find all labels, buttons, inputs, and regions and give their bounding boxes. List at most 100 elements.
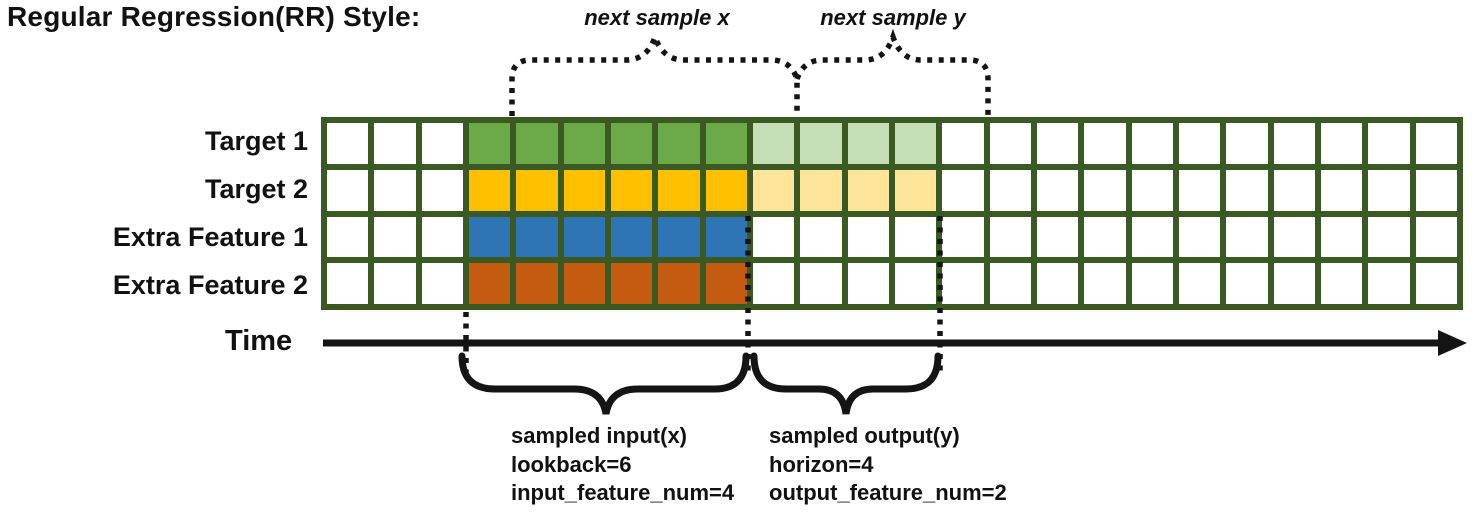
grid-cell <box>1178 263 1221 304</box>
grid-cell <box>563 263 605 304</box>
grid-cell <box>752 169 795 211</box>
next-sample-y-label: next sample y <box>820 5 966 30</box>
output-feature-num-value: output_feature_num=2 <box>769 480 1007 505</box>
grid-cell <box>658 123 700 164</box>
grid-cell <box>989 169 1031 211</box>
grid-cell <box>1131 169 1173 211</box>
grid-cell <box>468 216 511 258</box>
grid-cell <box>327 169 369 211</box>
grid-cell <box>894 169 937 211</box>
grid-cell <box>989 123 1031 164</box>
grid-cell <box>800 169 842 211</box>
grid-cell <box>374 123 416 164</box>
grid-cell <box>847 169 889 211</box>
grid-cell <box>563 123 605 164</box>
grid-cell <box>1368 216 1410 258</box>
grid-cell <box>1320 123 1363 164</box>
grid-cell <box>942 123 984 164</box>
grid-cell <box>894 263 937 304</box>
grid-cell <box>1226 169 1268 211</box>
grid-cell <box>705 263 747 304</box>
grid-cell <box>516 216 558 258</box>
grid-cell <box>421 263 463 304</box>
time-axis-arrowhead <box>1438 330 1467 356</box>
grid-cell <box>800 216 842 258</box>
grid-cell <box>327 123 369 164</box>
grid-cell <box>1226 263 1268 304</box>
sampled-output-brace <box>750 352 942 415</box>
grid-cell <box>942 263 984 304</box>
grid-cell <box>468 123 511 164</box>
grid-cell <box>1226 123 1268 164</box>
grid-cell <box>327 263 369 304</box>
sampled-input-title: sampled input(x) <box>511 423 688 448</box>
grid-cell <box>1415 263 1457 304</box>
next-sample-x-label: next sample x <box>584 5 730 30</box>
grid-cell <box>1036 123 1079 164</box>
time-axis-label: Time <box>225 325 293 357</box>
sampled-output-note: sampled output(y) horizon=4 output_featu… <box>769 422 1007 508</box>
grid-cell <box>1131 263 1173 304</box>
sample-grid <box>321 117 1463 310</box>
grid-cell <box>989 263 1031 304</box>
sampled-input-note: sampled input(x) lookback=6 input_featur… <box>511 422 734 508</box>
grid-cell <box>800 123 842 164</box>
grid-cell <box>1320 216 1363 258</box>
grid-cell <box>1084 123 1126 164</box>
grid-cell <box>1320 263 1363 304</box>
row-labels: Target 1 Target 2 Extra Feature 1 Extra … <box>0 117 308 310</box>
grid-cell <box>847 123 889 164</box>
grid-cell <box>468 169 511 211</box>
grid-cell <box>1273 169 1315 211</box>
grid-cell <box>705 123 747 164</box>
grid-cell <box>705 169 747 211</box>
grid-cell <box>610 263 653 304</box>
grid-cell <box>1415 169 1457 211</box>
grid-cell <box>610 216 653 258</box>
grid-cell <box>1368 123 1410 164</box>
lookback-value: lookback=6 <box>511 451 632 477</box>
grid-cell <box>1368 169 1410 211</box>
grid-cell <box>1084 263 1126 304</box>
grid-cell <box>658 216 700 258</box>
grid-cell <box>516 263 558 304</box>
next-sample-y-brace <box>794 28 991 116</box>
grid-cell <box>1368 263 1410 304</box>
row-label-target-1: Target 1 <box>204 125 308 156</box>
grid-cell <box>1273 263 1315 304</box>
grid-cell <box>563 216 605 258</box>
grid-cell <box>516 123 558 164</box>
grid-cell <box>421 216 463 258</box>
grid-cell <box>705 216 747 258</box>
grid-cell <box>752 123 795 164</box>
grid-cell <box>421 169 463 211</box>
grid-cell <box>847 216 889 258</box>
grid-cell <box>1036 216 1079 258</box>
grid-cell <box>1320 169 1363 211</box>
grid-cell <box>1178 216 1221 258</box>
grid-cell <box>658 263 700 304</box>
grid-cell <box>1036 169 1079 211</box>
grid-cell <box>327 216 369 258</box>
grid-cell <box>989 216 1031 258</box>
row-label-extra-feature-1: Extra Feature 1 <box>112 222 308 253</box>
grid-cell <box>421 123 463 164</box>
grid-cell <box>658 169 700 211</box>
grid-cell <box>610 123 653 164</box>
grid-cell <box>516 169 558 211</box>
grid-cell <box>1415 216 1457 258</box>
grid-cell <box>374 169 416 211</box>
grid-cell <box>374 263 416 304</box>
grid-cell <box>752 263 795 304</box>
grid-cell <box>1178 123 1221 164</box>
grid-cell <box>894 123 937 164</box>
row-label-extra-feature-2: Extra Feature 2 <box>112 270 308 301</box>
grid-cell <box>1131 123 1173 164</box>
horizon-value: horizon=4 <box>769 451 874 477</box>
grid-cell <box>1178 169 1221 211</box>
grid-cell <box>1226 216 1268 258</box>
grid-cell <box>942 169 984 211</box>
grid-cell <box>1084 169 1126 211</box>
row-label-target-2: Target 2 <box>204 173 308 204</box>
